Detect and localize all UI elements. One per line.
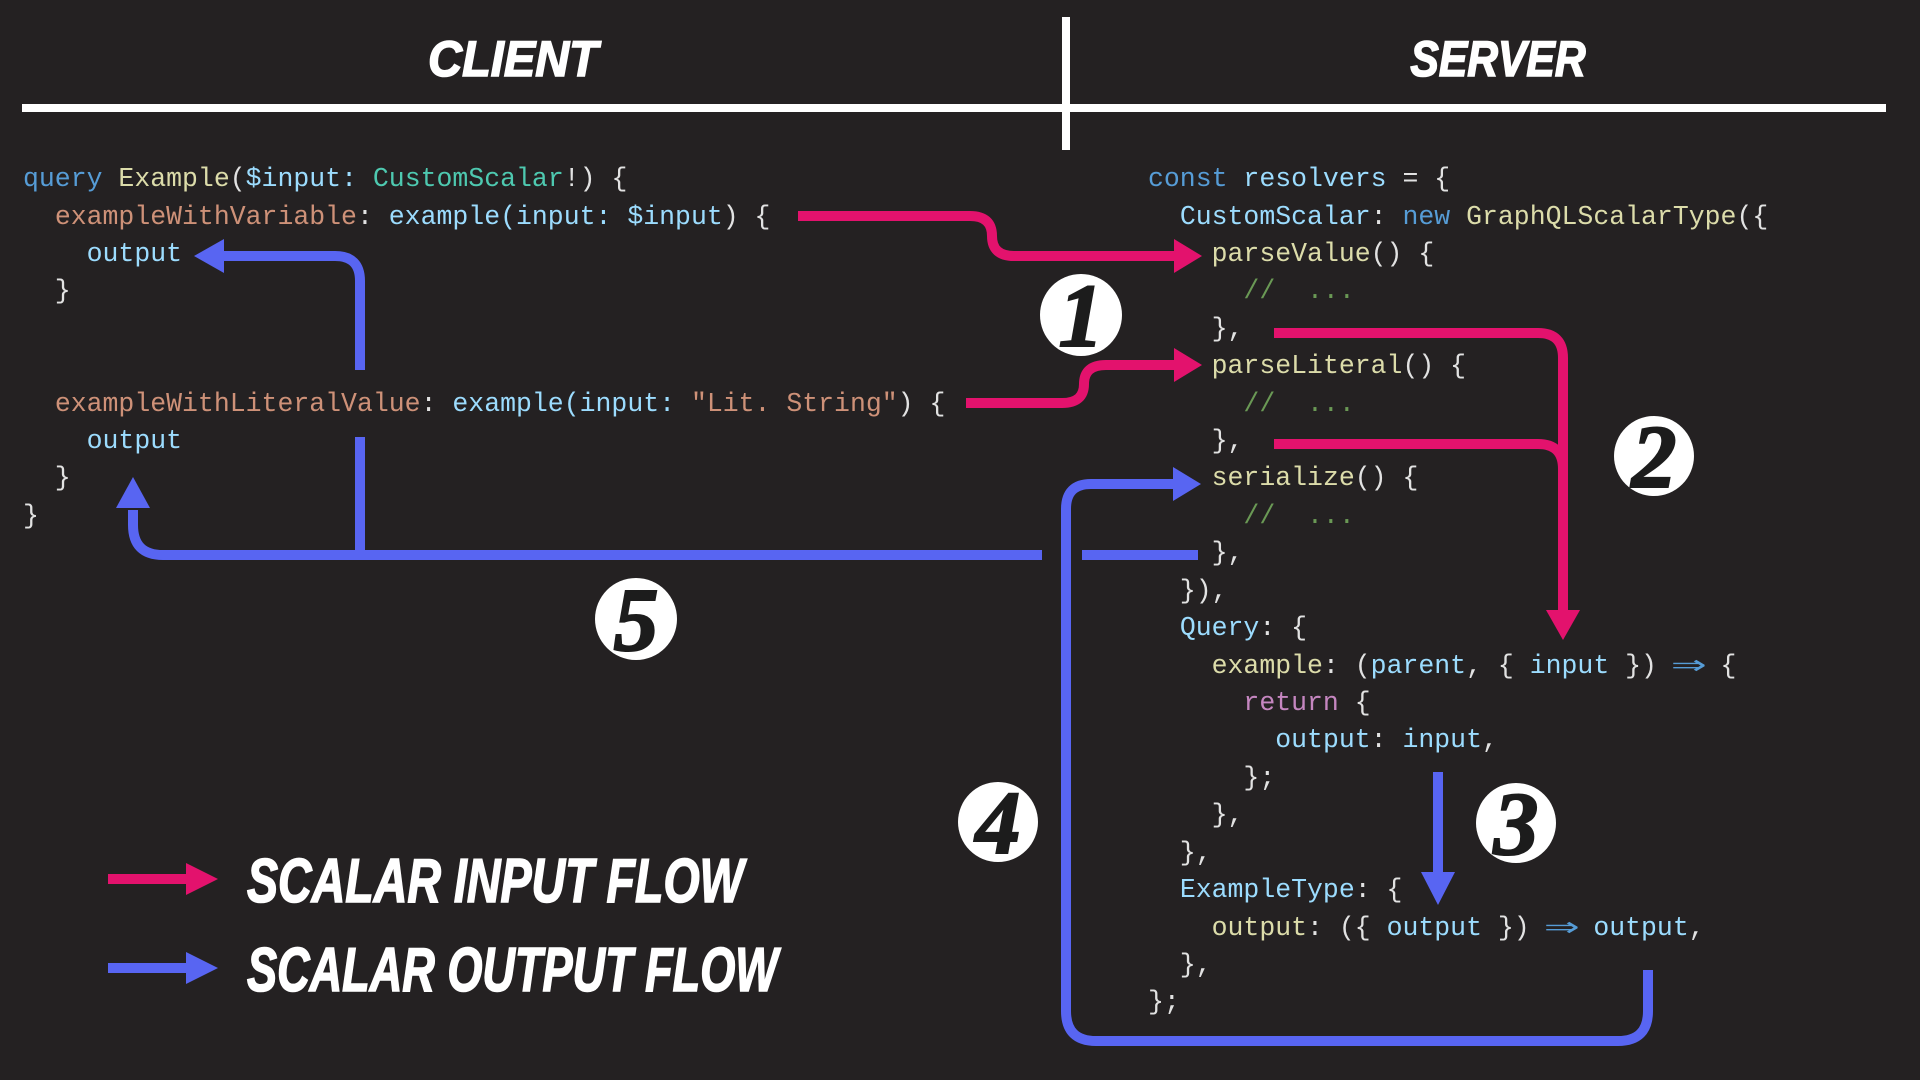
svg-text:1: 1: [1059, 267, 1104, 366]
svg-text:2: 2: [1630, 408, 1677, 507]
svg-text:5: 5: [614, 571, 659, 670]
svg-text:4: 4: [974, 774, 1021, 873]
svg-text:3: 3: [1493, 775, 1539, 874]
